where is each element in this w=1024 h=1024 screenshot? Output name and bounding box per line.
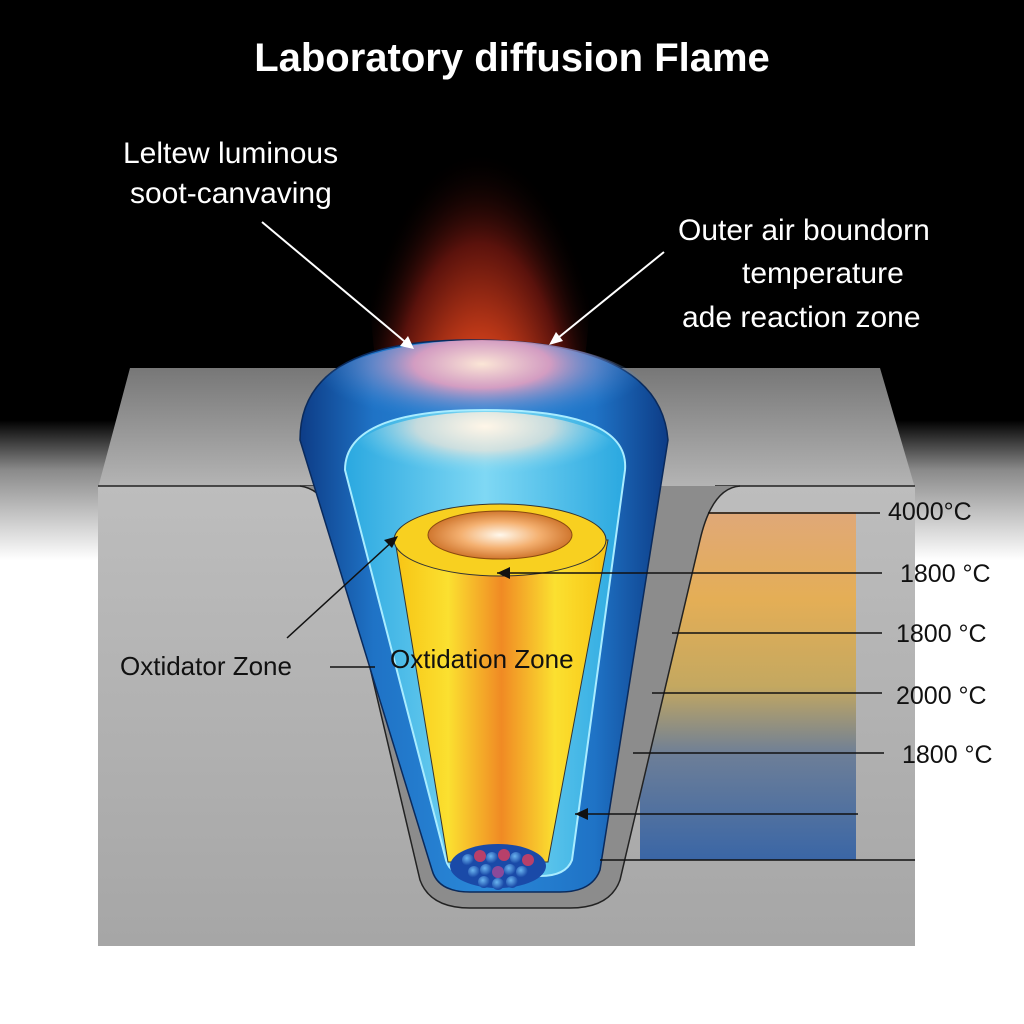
diagram-title: Laboratory diffusion Flame <box>254 36 770 80</box>
fuel-beads <box>450 844 546 890</box>
temp-label-3: 1800 °C <box>896 620 987 648</box>
outer-label-line1: Outer air boundorn <box>678 214 930 247</box>
oxidator-zone-label: Oxtidator Zone <box>120 651 292 681</box>
outer-label-line2: temperature <box>742 257 904 290</box>
temp-label-2: 1800 °C <box>900 560 991 588</box>
soot-label-line1: Leltew luminous <box>123 137 339 170</box>
temp-label-1: 4000°C <box>888 498 972 526</box>
core-opening <box>427 510 573 560</box>
temp-label-5: 1800 °C <box>902 741 993 769</box>
oxidation-zone-label: Oxtidation Zone <box>390 644 574 674</box>
outer-label-line3: ade reaction zone <box>682 301 921 334</box>
soot-label-line2: soot-canvaving <box>130 177 332 210</box>
inner-cone-glow <box>347 412 623 508</box>
temp-label-4: 2000 °C <box>896 682 987 710</box>
scale-lines <box>330 512 915 861</box>
